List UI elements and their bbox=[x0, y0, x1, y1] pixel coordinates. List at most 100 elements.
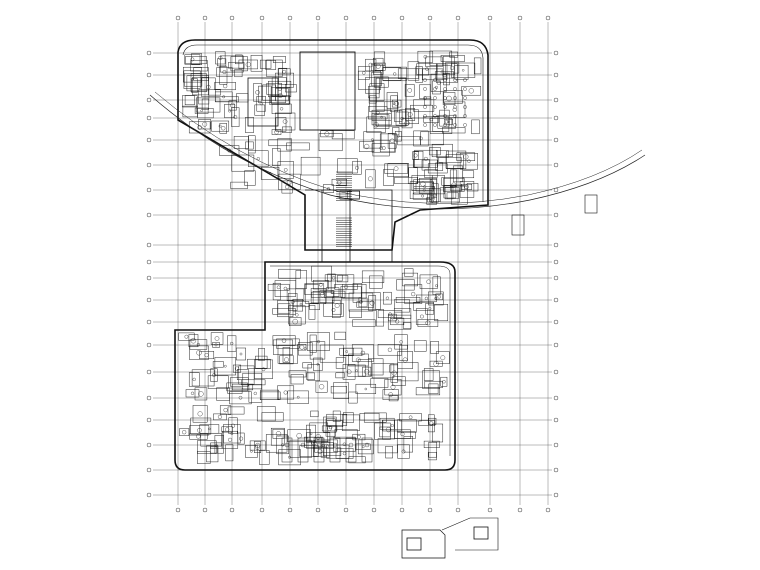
room bbox=[387, 163, 409, 177]
fixture-symbol bbox=[197, 428, 202, 433]
room bbox=[421, 159, 438, 171]
room bbox=[245, 117, 254, 133]
room bbox=[304, 283, 325, 295]
room bbox=[320, 130, 334, 138]
fixture-symbol bbox=[388, 312, 392, 316]
room bbox=[435, 351, 450, 364]
room bbox=[219, 145, 240, 156]
room bbox=[188, 334, 199, 348]
room bbox=[230, 56, 248, 72]
room bbox=[315, 380, 328, 393]
room bbox=[399, 109, 419, 124]
room bbox=[471, 119, 480, 135]
room bbox=[341, 414, 360, 431]
room bbox=[227, 335, 237, 352]
room bbox=[219, 405, 232, 415]
seat-symbol bbox=[423, 96, 427, 100]
room bbox=[183, 66, 202, 83]
fixture-symbol bbox=[319, 292, 326, 298]
fixture-symbol bbox=[468, 88, 474, 94]
fixture-symbol bbox=[311, 440, 317, 446]
room bbox=[413, 130, 429, 147]
room bbox=[230, 377, 249, 387]
fixture-symbol bbox=[275, 431, 282, 437]
room bbox=[236, 347, 246, 361]
room bbox=[387, 314, 412, 330]
seat-symbol bbox=[423, 87, 427, 91]
room bbox=[250, 55, 263, 72]
axis-bubble bbox=[553, 275, 559, 281]
room bbox=[219, 66, 228, 85]
room bbox=[282, 347, 290, 363]
axis-bubble bbox=[553, 417, 559, 423]
fixture-symbol bbox=[222, 95, 226, 99]
room bbox=[431, 175, 445, 195]
room bbox=[288, 305, 306, 325]
axis-bubble bbox=[553, 162, 559, 168]
room bbox=[382, 67, 402, 81]
room-partitions bbox=[178, 50, 482, 466]
room bbox=[405, 108, 416, 121]
room bbox=[231, 154, 255, 172]
fixture-symbol bbox=[218, 124, 222, 128]
room bbox=[279, 355, 294, 365]
room bbox=[359, 413, 380, 421]
restroom-stall bbox=[361, 437, 373, 463]
room bbox=[270, 427, 285, 446]
room bbox=[397, 351, 413, 369]
room bbox=[419, 84, 431, 99]
room bbox=[404, 284, 423, 304]
axis-bubble bbox=[146, 162, 152, 168]
room bbox=[272, 56, 286, 63]
seat-symbol bbox=[443, 78, 447, 82]
room bbox=[272, 148, 281, 166]
room bbox=[384, 379, 402, 396]
room bbox=[466, 183, 479, 192]
fixture-symbol bbox=[442, 380, 446, 384]
room bbox=[191, 78, 198, 93]
toilet-fixture bbox=[332, 442, 338, 448]
room bbox=[373, 114, 390, 129]
room bbox=[442, 92, 456, 105]
room bbox=[413, 340, 427, 352]
room bbox=[201, 98, 209, 110]
room bbox=[228, 62, 245, 69]
room bbox=[214, 82, 236, 91]
room bbox=[371, 143, 396, 153]
axis-bubble bbox=[427, 15, 433, 21]
axis-bubble bbox=[315, 15, 321, 21]
room bbox=[214, 435, 224, 454]
room bbox=[287, 429, 311, 443]
restroom-stall bbox=[345, 437, 357, 463]
room bbox=[439, 109, 450, 127]
fixture-symbol bbox=[451, 182, 457, 188]
seat-symbol bbox=[463, 114, 467, 118]
fixture-symbol bbox=[388, 392, 393, 397]
room bbox=[417, 319, 439, 327]
room bbox=[449, 51, 459, 58]
room bbox=[428, 291, 444, 306]
fixture-symbol bbox=[230, 432, 234, 435]
room bbox=[268, 80, 292, 98]
fixture-symbol bbox=[323, 443, 329, 449]
room bbox=[388, 395, 399, 402]
fixture-symbol bbox=[328, 425, 333, 430]
room bbox=[259, 391, 281, 400]
fixture-symbol bbox=[364, 387, 367, 391]
fixture-symbol bbox=[303, 347, 307, 351]
room bbox=[253, 83, 262, 102]
fixture-symbol bbox=[228, 109, 231, 113]
fixture-symbol bbox=[434, 297, 438, 300]
room bbox=[357, 359, 372, 377]
fixture-symbol bbox=[342, 451, 347, 456]
room bbox=[335, 357, 346, 369]
room bbox=[397, 431, 416, 439]
fixture-symbol bbox=[390, 384, 396, 390]
room bbox=[322, 447, 342, 456]
fixture-symbol bbox=[364, 368, 370, 375]
fixture-symbol bbox=[296, 433, 302, 439]
room bbox=[429, 118, 453, 134]
seat-symbol bbox=[463, 123, 467, 127]
fixture-symbol bbox=[400, 116, 404, 121]
room bbox=[436, 150, 449, 158]
